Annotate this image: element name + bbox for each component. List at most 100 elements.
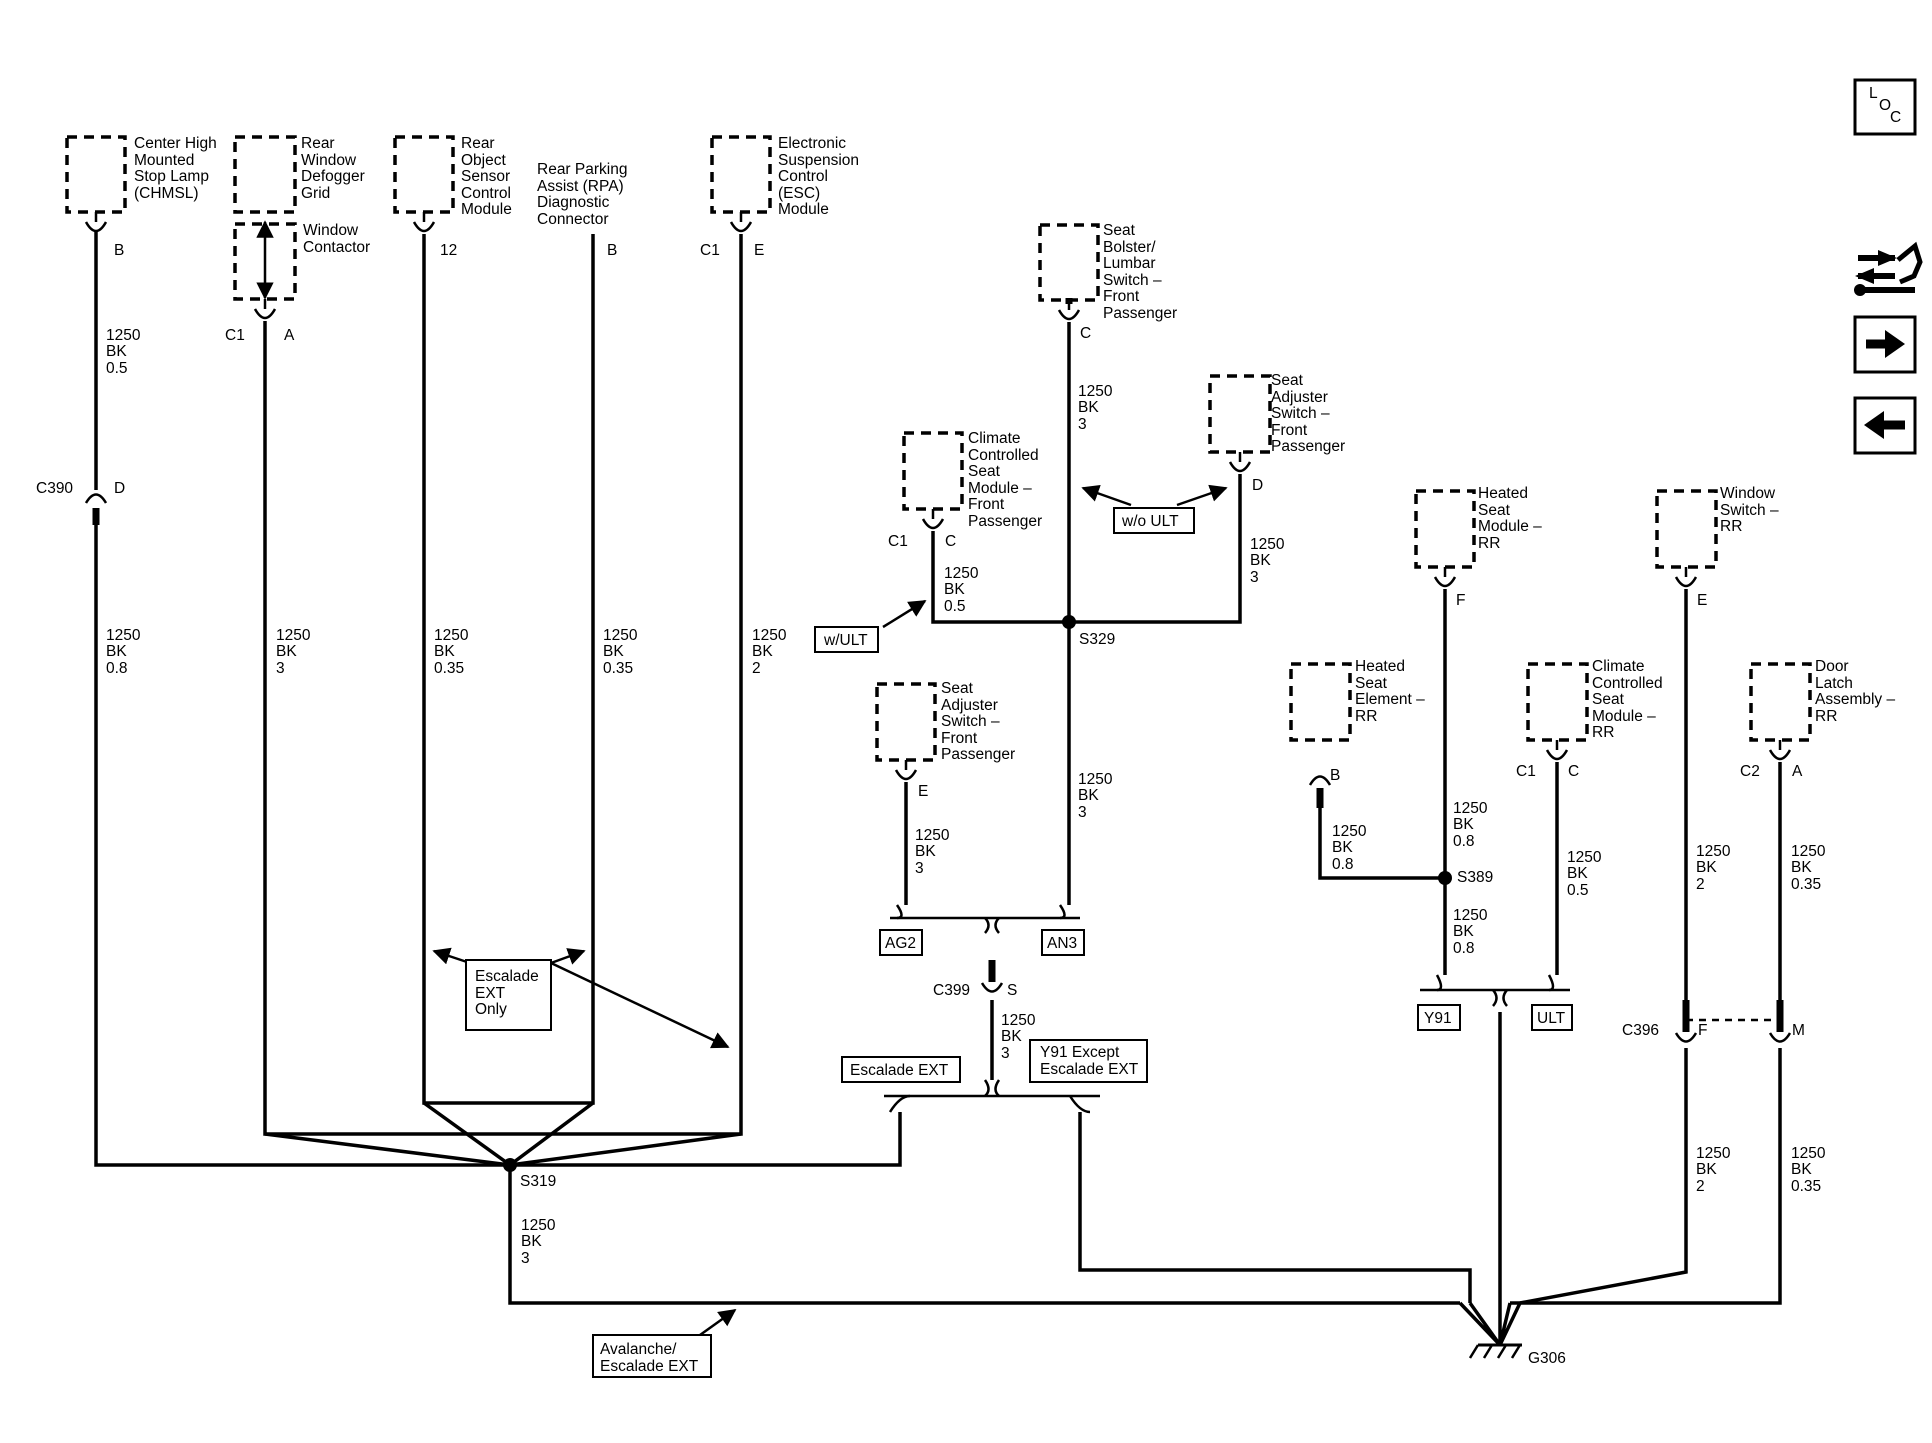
svg-text:BK: BK <box>1250 552 1271 569</box>
svg-text:BK: BK <box>276 643 297 660</box>
svg-text:ULT: ULT <box>1537 1010 1566 1027</box>
svg-text:E: E <box>918 783 928 800</box>
label-esc: Electronic Suspension Control (ESC) Modu… <box>778 135 859 218</box>
svg-text:BK: BK <box>1567 865 1588 882</box>
svg-text:3: 3 <box>1078 416 1087 433</box>
svg-text:Seat: Seat <box>941 680 974 697</box>
svg-text:B: B <box>1330 767 1340 784</box>
svg-text:Y91 Except: Y91 Except <box>1040 1044 1120 1061</box>
svg-text:Lumbar: Lumbar <box>1103 255 1156 272</box>
svg-text:Seat: Seat <box>968 463 1001 480</box>
svg-text:Front: Front <box>1271 422 1308 439</box>
svg-text:RR: RR <box>1592 724 1614 741</box>
svg-text:Switch –: Switch – <box>1720 502 1779 519</box>
svg-text:1250: 1250 <box>944 565 979 582</box>
svg-text:1250: 1250 <box>521 1217 556 1234</box>
heated-mod-rr-box <box>1414 489 1476 569</box>
next-page-button[interactable] <box>1853 315 1917 374</box>
svg-text:0.5: 0.5 <box>1567 882 1589 899</box>
svg-text:Mounted: Mounted <box>134 152 194 169</box>
svg-text:C: C <box>945 533 956 550</box>
svg-text:Heated: Heated <box>1355 658 1405 675</box>
svg-text:C: C <box>1568 763 1579 780</box>
seat-adj-low-box <box>875 682 937 762</box>
svg-text:A: A <box>1792 763 1803 780</box>
option-box-an3 <box>1041 929 1085 956</box>
chmsl-box <box>65 135 127 214</box>
svg-text:3: 3 <box>1250 569 1259 586</box>
svg-text:0.8: 0.8 <box>106 660 128 677</box>
pin-labels: B C1 A 12 B C1 E C390 D C D C1 C E F E B… <box>36 242 1805 1039</box>
prev-page-button[interactable] <box>1853 396 1917 455</box>
svg-text:C396: C396 <box>1622 1022 1659 1039</box>
svg-text:1250: 1250 <box>915 827 950 844</box>
svg-text:S: S <box>1007 982 1017 999</box>
svg-text:Assist (RPA): Assist (RPA) <box>537 178 624 195</box>
connector-end-view-icon[interactable] <box>1854 241 1923 296</box>
svg-text:1250: 1250 <box>1078 383 1113 400</box>
svg-text:BK: BK <box>1791 859 1812 876</box>
splice-s389 <box>1438 871 1452 885</box>
option-box-w-ult <box>814 626 879 653</box>
svg-text:0.35: 0.35 <box>1791 1178 1821 1195</box>
svg-text:Front: Front <box>941 730 978 747</box>
svg-text:Passenger: Passenger <box>941 746 1015 763</box>
svg-text:3: 3 <box>1001 1045 1010 1062</box>
svg-text:Defogger: Defogger <box>301 168 365 185</box>
svg-text:BK: BK <box>1078 399 1099 416</box>
svg-text:w/o ULT: w/o ULT <box>1121 513 1179 530</box>
svg-text:Seat: Seat <box>1478 502 1511 519</box>
svg-text:C2: C2 <box>1740 763 1760 780</box>
heated-elem-rr-box <box>1289 662 1352 742</box>
svg-text:1250: 1250 <box>1453 800 1488 817</box>
svg-text:Assembly –: Assembly – <box>1815 691 1895 708</box>
option-box-escalade-only <box>465 959 552 1031</box>
defogger-box <box>233 135 297 214</box>
svg-text:BK: BK <box>106 643 127 660</box>
svg-text:Module –: Module – <box>968 480 1032 497</box>
svg-text:1250: 1250 <box>434 627 469 644</box>
svg-text:2: 2 <box>1696 876 1705 893</box>
loc-button[interactable]: L O C <box>1853 78 1917 136</box>
svg-text:Window: Window <box>1720 485 1776 502</box>
svg-text:BK: BK <box>1791 1161 1812 1178</box>
svg-text:G306: G306 <box>1528 1350 1566 1367</box>
svg-text:1250: 1250 <box>106 327 141 344</box>
splice-s319 <box>503 1158 517 1172</box>
label-window-sw-rr: Window Switch – RR <box>1720 485 1779 535</box>
svg-text:Center High: Center High <box>134 135 217 152</box>
svg-text:Seat: Seat <box>1355 675 1388 692</box>
svg-text:E: E <box>1697 592 1707 609</box>
splice-s329 <box>1062 615 1076 629</box>
loc-letter-l: L <box>1869 85 1878 102</box>
label-lumbar: Seat Bolster/ Lumbar Switch – Front Pass… <box>1103 222 1177 322</box>
svg-text:BK: BK <box>1696 859 1717 876</box>
label-obj-sensor: Rear Object Sensor Control Module <box>461 135 512 218</box>
svg-text:3: 3 <box>276 660 285 677</box>
svg-text:C1: C1 <box>700 242 720 259</box>
label-climate-rr: Climate Controlled Seat Module – RR <box>1592 658 1663 741</box>
svg-text:B: B <box>114 242 124 259</box>
svg-text:D: D <box>1252 477 1263 494</box>
svg-text:Control: Control <box>461 185 511 202</box>
svg-text:Escalade EXT: Escalade EXT <box>850 1062 949 1079</box>
svg-text:BK: BK <box>434 643 455 660</box>
label-rpa: Rear Parking Assist (RPA) Diagnostic Con… <box>537 161 627 228</box>
svg-text:BK: BK <box>752 643 773 660</box>
svg-text:BK: BK <box>1696 1161 1717 1178</box>
svg-text:Switch –: Switch – <box>1271 405 1330 422</box>
svg-text:BK: BK <box>603 643 624 660</box>
svg-text:BK: BK <box>1453 923 1474 940</box>
svg-text:1250: 1250 <box>1453 907 1488 924</box>
label-climate-front: Climate Controlled Seat Module – Front P… <box>968 430 1042 530</box>
svg-text:1250: 1250 <box>1078 771 1113 788</box>
svg-text:C1: C1 <box>225 327 245 344</box>
svg-text:F: F <box>1698 1022 1707 1039</box>
loc-letter-c: C <box>1890 109 1901 126</box>
svg-text:Control: Control <box>778 168 828 185</box>
svg-text:BK: BK <box>1078 787 1099 804</box>
ground-g306-icon <box>1468 1343 1522 1359</box>
svg-text:Front: Front <box>1103 288 1140 305</box>
svg-text:Climate: Climate <box>968 430 1021 447</box>
